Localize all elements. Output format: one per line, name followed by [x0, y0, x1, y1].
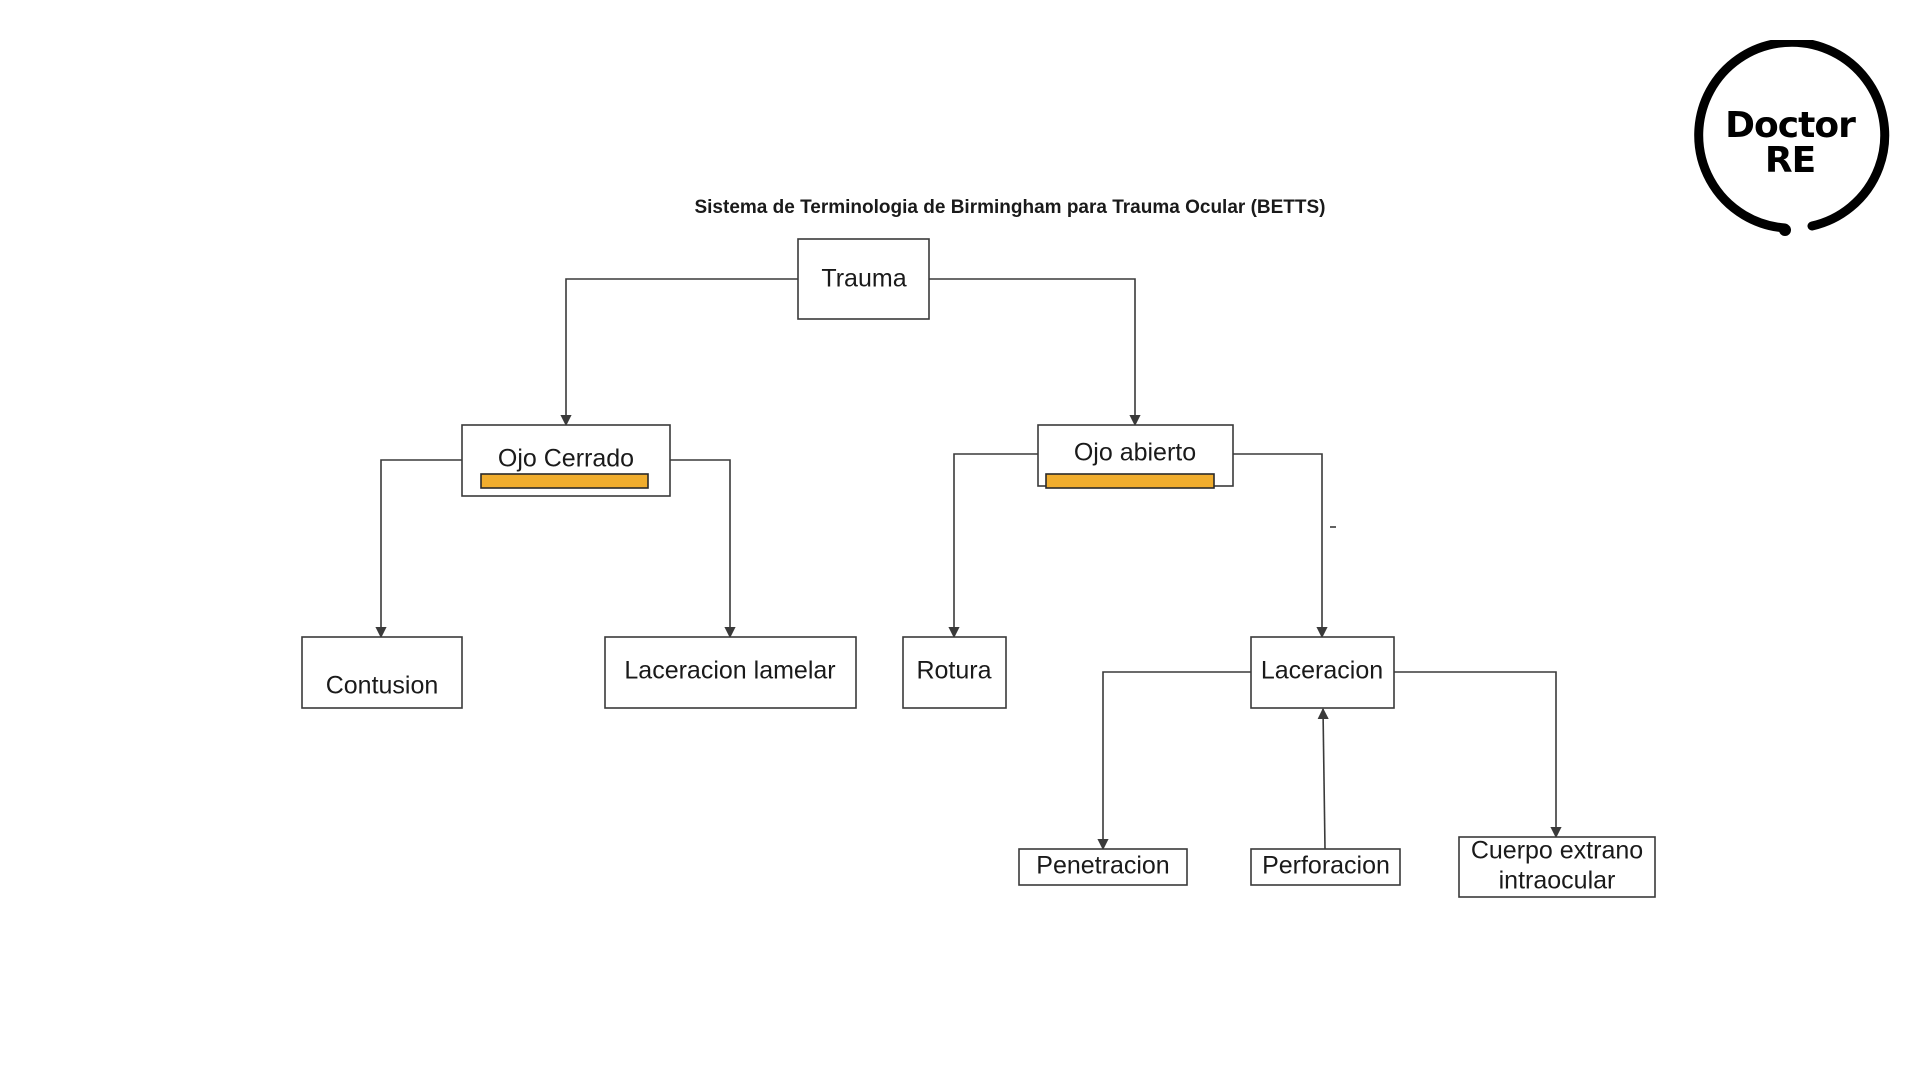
node-laceracion-lamelar-label: Laceracion lamelar: [624, 657, 835, 685]
logo-ring-dot: [1779, 224, 1791, 236]
node-cuerpo-extrano-line2: intraocular: [1499, 867, 1616, 895]
diagram-title: Sistema de Terminologia de Birmingham pa…: [694, 197, 1325, 218]
node-ojo-abierto-label: Ojo abierto: [1074, 439, 1196, 467]
edge-ojo-abierto-laceracion: [1232, 453, 1328, 639]
doctor-re-logo: Doctor RE: [1694, 40, 1890, 236]
logo-text-line1: Doctor: [1725, 105, 1856, 146]
node-penetracion-label: Penetracion: [1036, 852, 1169, 880]
node-rotura-label: Rotura: [916, 657, 991, 685]
node-ojo-abierto: Ojo abierto: [1037, 424, 1234, 489]
node-contusion-label: Contusion: [326, 672, 439, 700]
node-ojo-cerrado: Ojo Cerrado: [461, 424, 671, 497]
edge-ojo-cerrado-laceracion-lamelar: [670, 459, 736, 639]
edge-laceracion-penetracion: [1097, 671, 1251, 851]
edge-perforacion-laceracion: [1317, 707, 1329, 850]
ojo-abierto-highlight-bar: [1045, 473, 1215, 489]
node-laceracion: Laceracion: [1250, 636, 1395, 709]
ojo-cerrado-highlight-bar: [480, 473, 649, 489]
node-trauma: Trauma: [797, 238, 930, 320]
node-ojo-cerrado-label: Ojo Cerrado: [498, 445, 634, 473]
node-cuerpo-extrano-line1: Cuerpo extrano: [1471, 837, 1643, 865]
node-contusion: Contusion: [301, 636, 463, 709]
edge-trauma-ojo-cerrado: [560, 278, 798, 427]
logo-ring: [1694, 40, 1890, 233]
edge-ojo-abierto-rotura: [948, 453, 1038, 639]
logo-text-line2: RE: [1765, 140, 1815, 181]
node-penetracion: Penetracion: [1018, 848, 1188, 886]
edge-laceracion-cuerpo-extrano: [1394, 671, 1562, 839]
node-perforacion: Perforacion: [1250, 848, 1401, 886]
node-cuerpo-extrano-intraocular: Cuerpo extrano intraocular: [1458, 836, 1656, 898]
edge-trauma-ojo-abierto: [929, 278, 1141, 427]
node-perforacion-label: Perforacion: [1262, 852, 1390, 880]
edges: [375, 278, 1562, 851]
node-rotura: Rotura: [902, 636, 1007, 709]
edge-ojo-cerrado-contusion: [375, 459, 462, 639]
node-laceracion-label: Laceracion: [1261, 657, 1383, 685]
node-trauma-label: Trauma: [821, 265, 906, 293]
node-laceracion-lamelar: Laceracion lamelar: [604, 636, 857, 709]
